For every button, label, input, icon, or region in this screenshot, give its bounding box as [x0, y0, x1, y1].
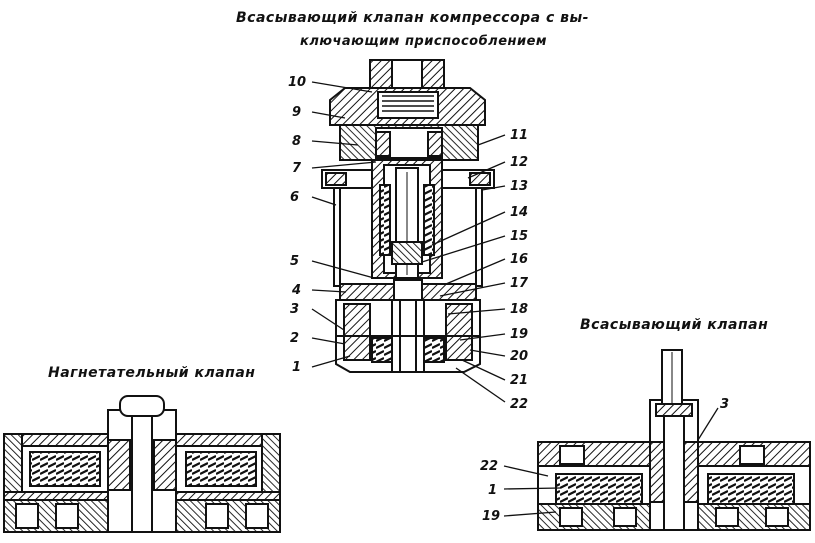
part-label: 14 [510, 205, 528, 220]
part-label: 12 [510, 155, 528, 170]
part-label: 3 [290, 302, 299, 317]
part-label: 1 [292, 360, 301, 375]
main-title-line2: ключающим приспособлением [300, 34, 548, 49]
leader-lines-right [421, 134, 506, 403]
part-label: 3 [720, 397, 729, 412]
part-numbers-left: 10 9 8 7 6 5 4 3 2 1 [288, 75, 306, 375]
part-numbers-right: 11 12 13 14 15 16 17 18 19 20 21 22 [510, 128, 529, 412]
part-numbers-suction: 3 22 1 19 [480, 397, 729, 524]
part-label: 19 [510, 327, 528, 342]
main-title-line1: Всасывающий клапан компрессора с вы- [236, 10, 589, 26]
right-caption: Всасывающий клапан [580, 317, 769, 333]
part-label: 11 [510, 128, 528, 143]
leader-lines-suction [503, 407, 719, 517]
part-label: 17 [510, 276, 529, 291]
part-label: 22 [510, 397, 528, 412]
left-caption: Нагнетательный клапан [48, 365, 256, 381]
discharge-valve-drawing [3, 395, 281, 533]
part-label: 20 [510, 349, 528, 364]
suction-valve-drawing [537, 349, 811, 531]
leader-lines-left [311, 81, 377, 368]
part-label: 9 [292, 105, 301, 120]
part-label: 2 [290, 331, 299, 346]
part-label: 4 [291, 283, 301, 298]
part-label: 16 [510, 252, 528, 267]
part-label: 19 [482, 509, 500, 524]
part-label: 13 [510, 179, 528, 194]
part-label: 15 [510, 229, 528, 244]
part-label: 22 [480, 459, 498, 474]
part-label: 1 [488, 483, 497, 498]
part-label: 6 [290, 190, 299, 205]
part-label: 10 [288, 75, 306, 90]
part-label: 5 [290, 254, 299, 269]
part-label: 8 [292, 134, 301, 149]
part-label: 21 [510, 373, 528, 388]
part-label: 7 [292, 161, 302, 176]
central-valve-assembly [321, 59, 495, 373]
part-label: 18 [510, 302, 528, 317]
